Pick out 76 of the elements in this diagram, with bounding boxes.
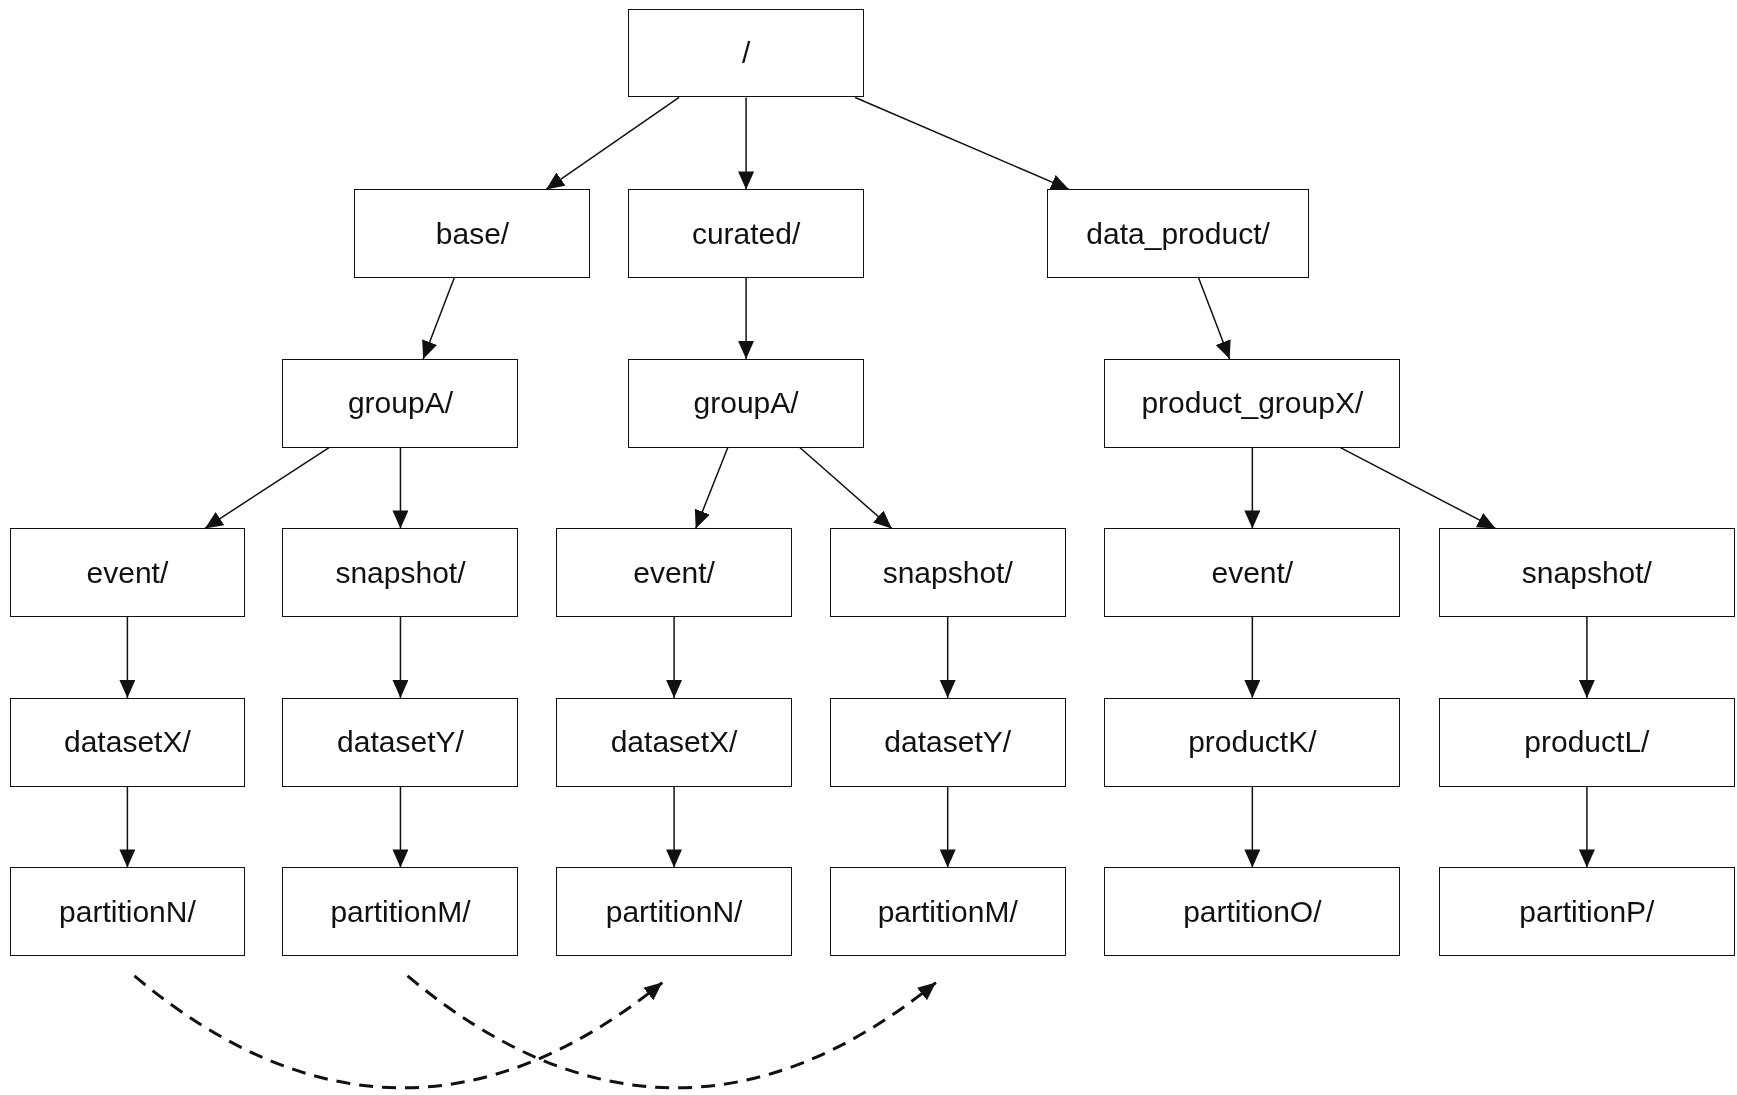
folder-label: data_product/ [1086, 216, 1270, 251]
folder-box [354, 189, 591, 279]
folder-label: groupA/ [347, 386, 453, 421]
folder-label: snapshot/ [1521, 555, 1652, 590]
folder-box [282, 358, 519, 448]
folder-box [628, 358, 865, 448]
folder-label: snapshot/ [882, 555, 1013, 590]
arrow [939, 616, 956, 699]
folder-label: product_groupX/ [1141, 386, 1364, 421]
folder-label: productK/ [1188, 725, 1317, 760]
arrow [392, 785, 409, 869]
folder-label: groupA/ [693, 386, 799, 421]
arrow [1578, 785, 1595, 869]
folder-box [1104, 867, 1401, 956]
folder-box [1104, 697, 1401, 787]
folder-label: base/ [435, 216, 510, 251]
folder-label: partitionN/ [605, 894, 743, 929]
arrow [939, 785, 956, 869]
arrow [1339, 446, 1497, 530]
folder-box [1439, 528, 1735, 617]
folder-box [1439, 867, 1735, 956]
folder-label: productL/ [1524, 725, 1650, 760]
arrow [422, 277, 455, 360]
folder-box [1439, 697, 1735, 787]
folder-label: datasetY/ [337, 725, 464, 760]
arrow [406, 974, 937, 1090]
arrow [392, 446, 409, 530]
arrow [1197, 277, 1231, 360]
folder-label: event/ [633, 555, 715, 590]
folder-box [556, 697, 793, 787]
folder-label: partitionM/ [330, 894, 471, 929]
folder-box [556, 528, 793, 617]
folder-box [1104, 358, 1401, 448]
folder-label: partitionP/ [1519, 894, 1655, 929]
folder-label: curated/ [691, 216, 801, 251]
folder-box [628, 189, 865, 279]
folder-box [282, 528, 519, 617]
arrow [666, 616, 683, 699]
folder-label: partitionO/ [1183, 894, 1322, 929]
folder-box [282, 697, 519, 787]
arrow [738, 277, 755, 360]
arrow [119, 785, 136, 869]
arrow [738, 96, 755, 191]
folder-box [9, 867, 245, 956]
folder-box [556, 867, 793, 956]
folder-label: event/ [86, 555, 169, 590]
arrow [1578, 616, 1595, 699]
folder-label: datasetY/ [884, 725, 1012, 760]
folder-box [1046, 189, 1310, 279]
arrow [666, 785, 683, 869]
arrow [133, 974, 664, 1090]
arrow [204, 446, 330, 530]
folder-label: snapshot/ [335, 555, 466, 590]
folder-box [829, 528, 1066, 617]
folder-label: datasetX/ [64, 725, 191, 760]
folder-box [9, 697, 245, 787]
folder-box [282, 867, 519, 956]
folder-box [628, 8, 865, 98]
arrow [545, 96, 680, 191]
folder-box [829, 697, 1066, 787]
folder-label: event/ [1211, 555, 1294, 590]
folder-box [829, 867, 1066, 956]
arrow [799, 446, 893, 530]
folder-label: datasetX/ [610, 725, 738, 760]
folder-box [1104, 528, 1401, 617]
arrow [1244, 446, 1261, 530]
arrow [694, 446, 729, 530]
folder-box [9, 528, 245, 617]
arrow [392, 616, 409, 699]
arrow [119, 616, 136, 699]
folder-label: partitionM/ [877, 894, 1018, 929]
folder-label: partitionN/ [59, 894, 196, 929]
arrow [854, 96, 1070, 191]
arrow [1244, 785, 1261, 869]
arrow [1244, 616, 1261, 699]
folder-label: / [741, 36, 751, 71]
